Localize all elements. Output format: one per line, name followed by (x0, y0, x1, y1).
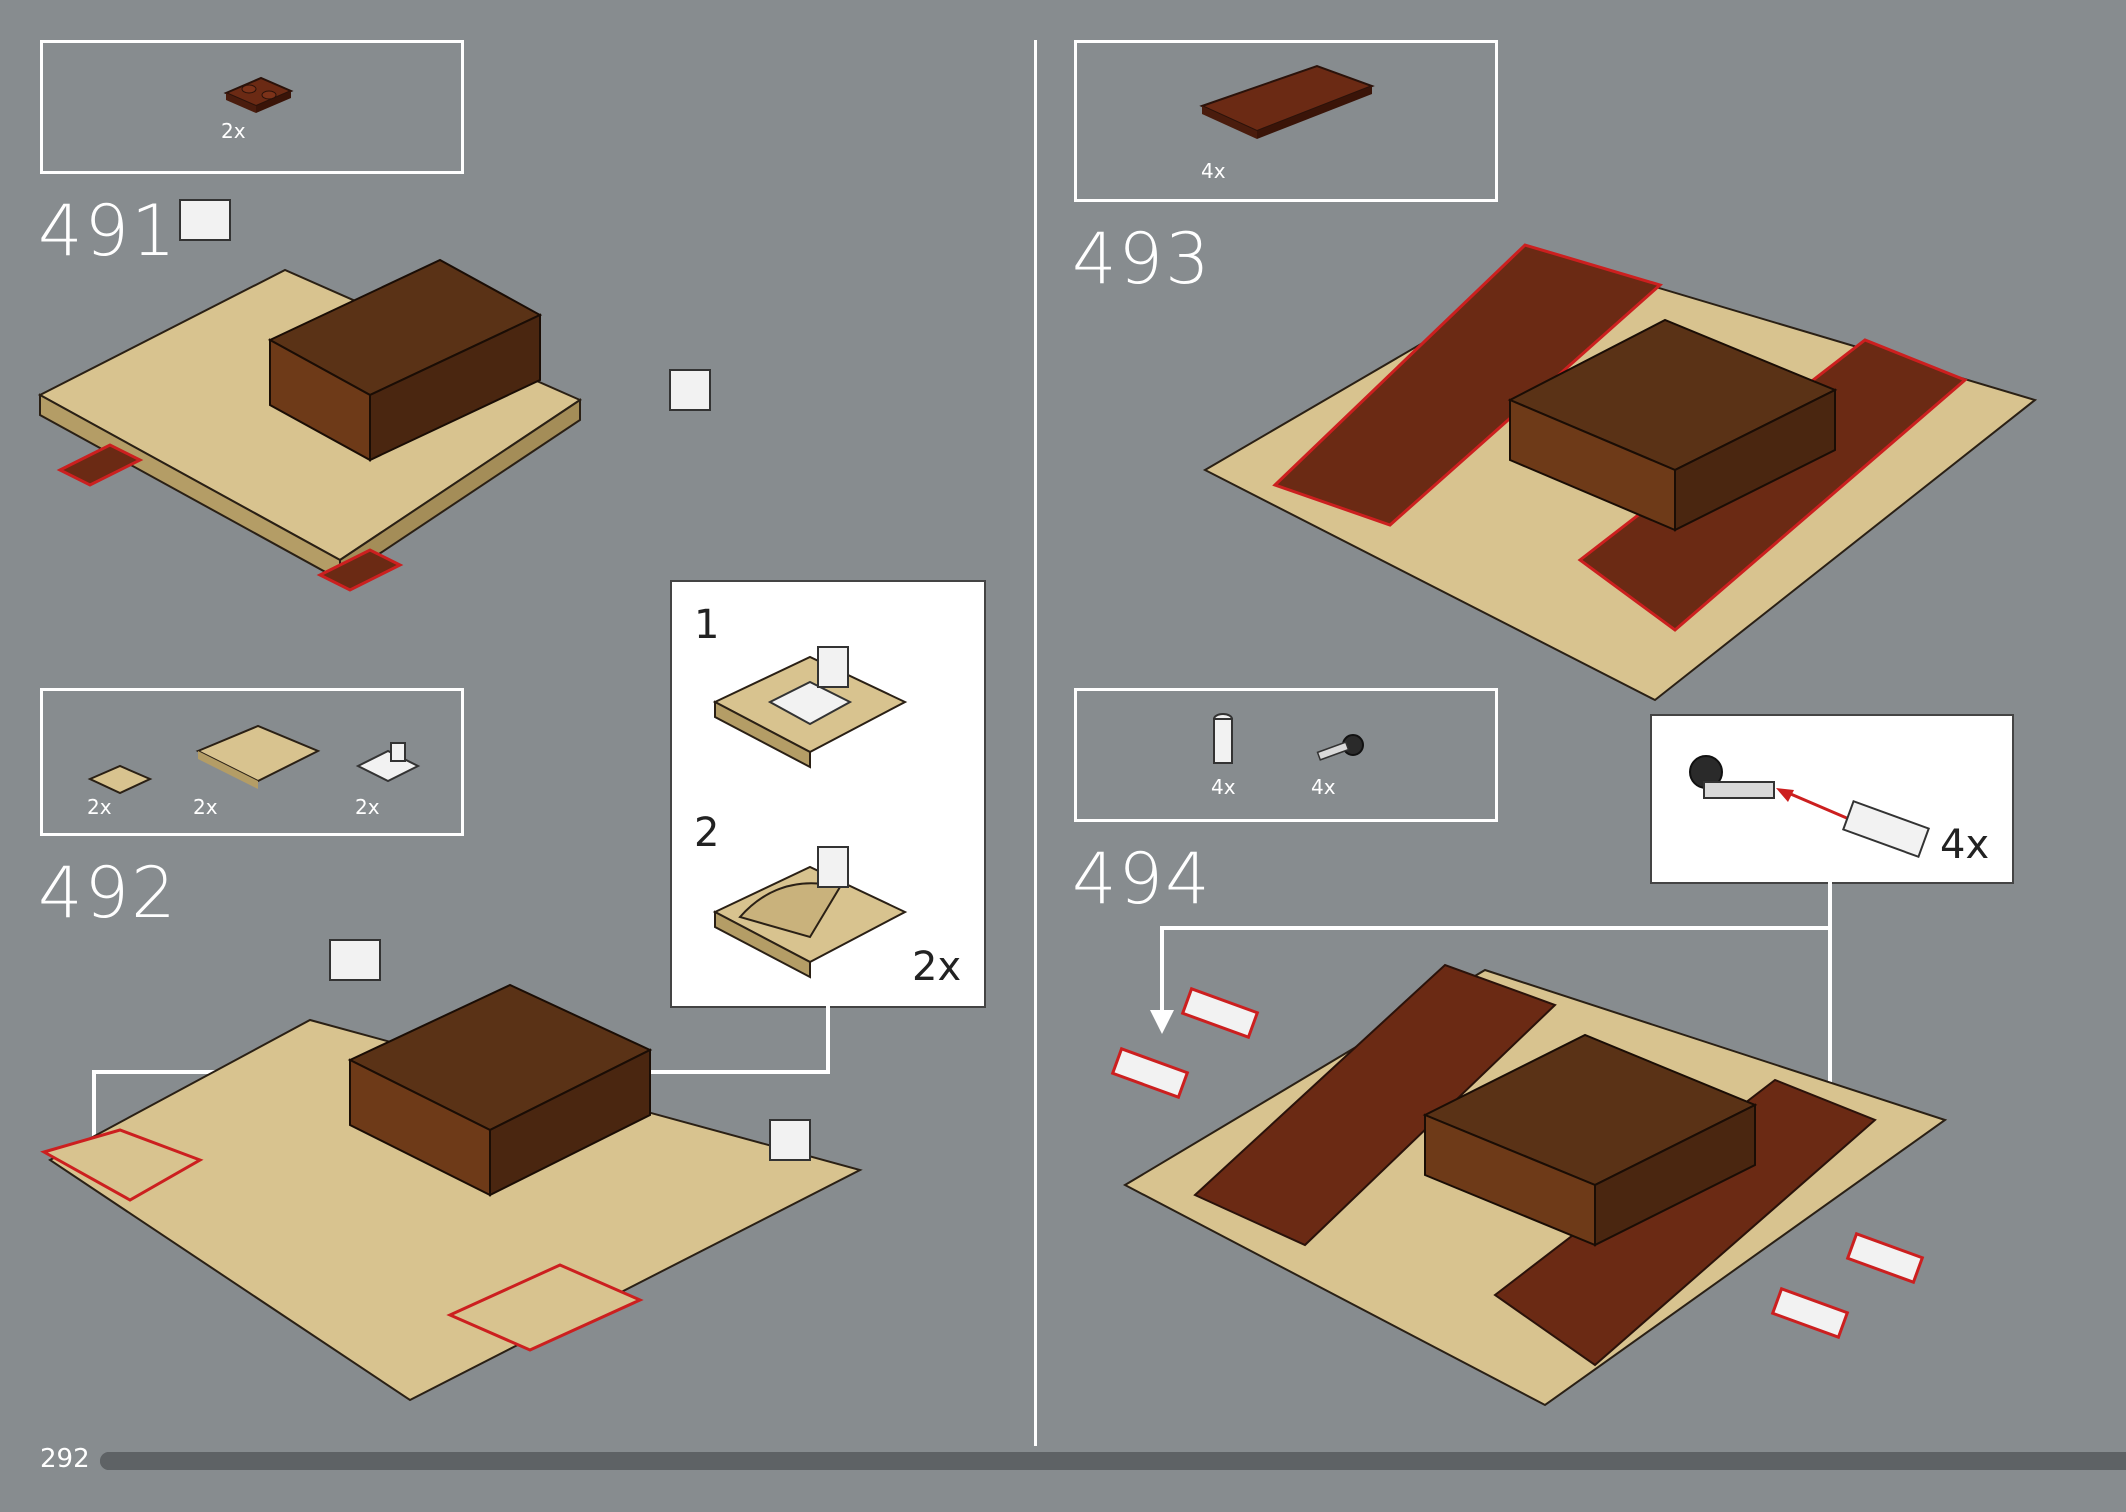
subassembly-panel: 1 2 2x (670, 580, 986, 1008)
progress-bar (100, 1452, 2126, 1470)
part-qty: 4x (1311, 775, 1336, 799)
tan-curved-slope-icon (87, 764, 153, 795)
white-bar-holder-icon (1213, 713, 1233, 764)
page-divider (1034, 40, 1037, 1446)
parts-box-491: 2x (40, 40, 464, 174)
model-step-493 (1202, 243, 2038, 702)
black-ball-joint-icon (1316, 734, 1364, 761)
brown-plate-1x2-icon (223, 76, 294, 113)
step-number: 492 (38, 852, 178, 934)
model-step-494 (1110, 963, 1948, 1407)
page-number: 292 (40, 1444, 90, 1474)
brown-plate-2x6-icon (1199, 64, 1375, 139)
part-qty: 2x (221, 119, 246, 143)
part-qty: 4x (1201, 159, 1226, 183)
model-step-491 (37, 199, 711, 592)
sub-step-2: 2 (694, 810, 720, 856)
callout-assembly (1689, 755, 1930, 859)
step-number: 491 (38, 190, 178, 272)
parts-box-494: 4x 4x (1074, 688, 1498, 822)
part-qty: 2x (193, 795, 218, 819)
sub-step-1: 1 (694, 602, 720, 648)
progress-fill (100, 1452, 2126, 1470)
part-qty: 2x (355, 795, 380, 819)
step-number: 493 (1072, 218, 1212, 300)
part-qty: 4x (1211, 775, 1236, 799)
parts-box-493: 4x (1074, 40, 1498, 202)
subassembly-multiplier: 2x (912, 944, 962, 990)
callout-multiplier: 4x (1940, 822, 1990, 868)
part-qty: 2x (87, 795, 112, 819)
tan-plate-3x3-icon (195, 724, 321, 789)
callout-panel: 4x (1650, 714, 2014, 884)
step-number: 494 (1072, 838, 1212, 920)
subassembly-step-2 (712, 846, 908, 979)
white-clip-plate-icon (355, 742, 421, 783)
parts-box-492: 2x 2x 2x (40, 688, 464, 836)
model-step-492 (40, 939, 863, 1402)
subassembly-step-1 (712, 646, 908, 769)
